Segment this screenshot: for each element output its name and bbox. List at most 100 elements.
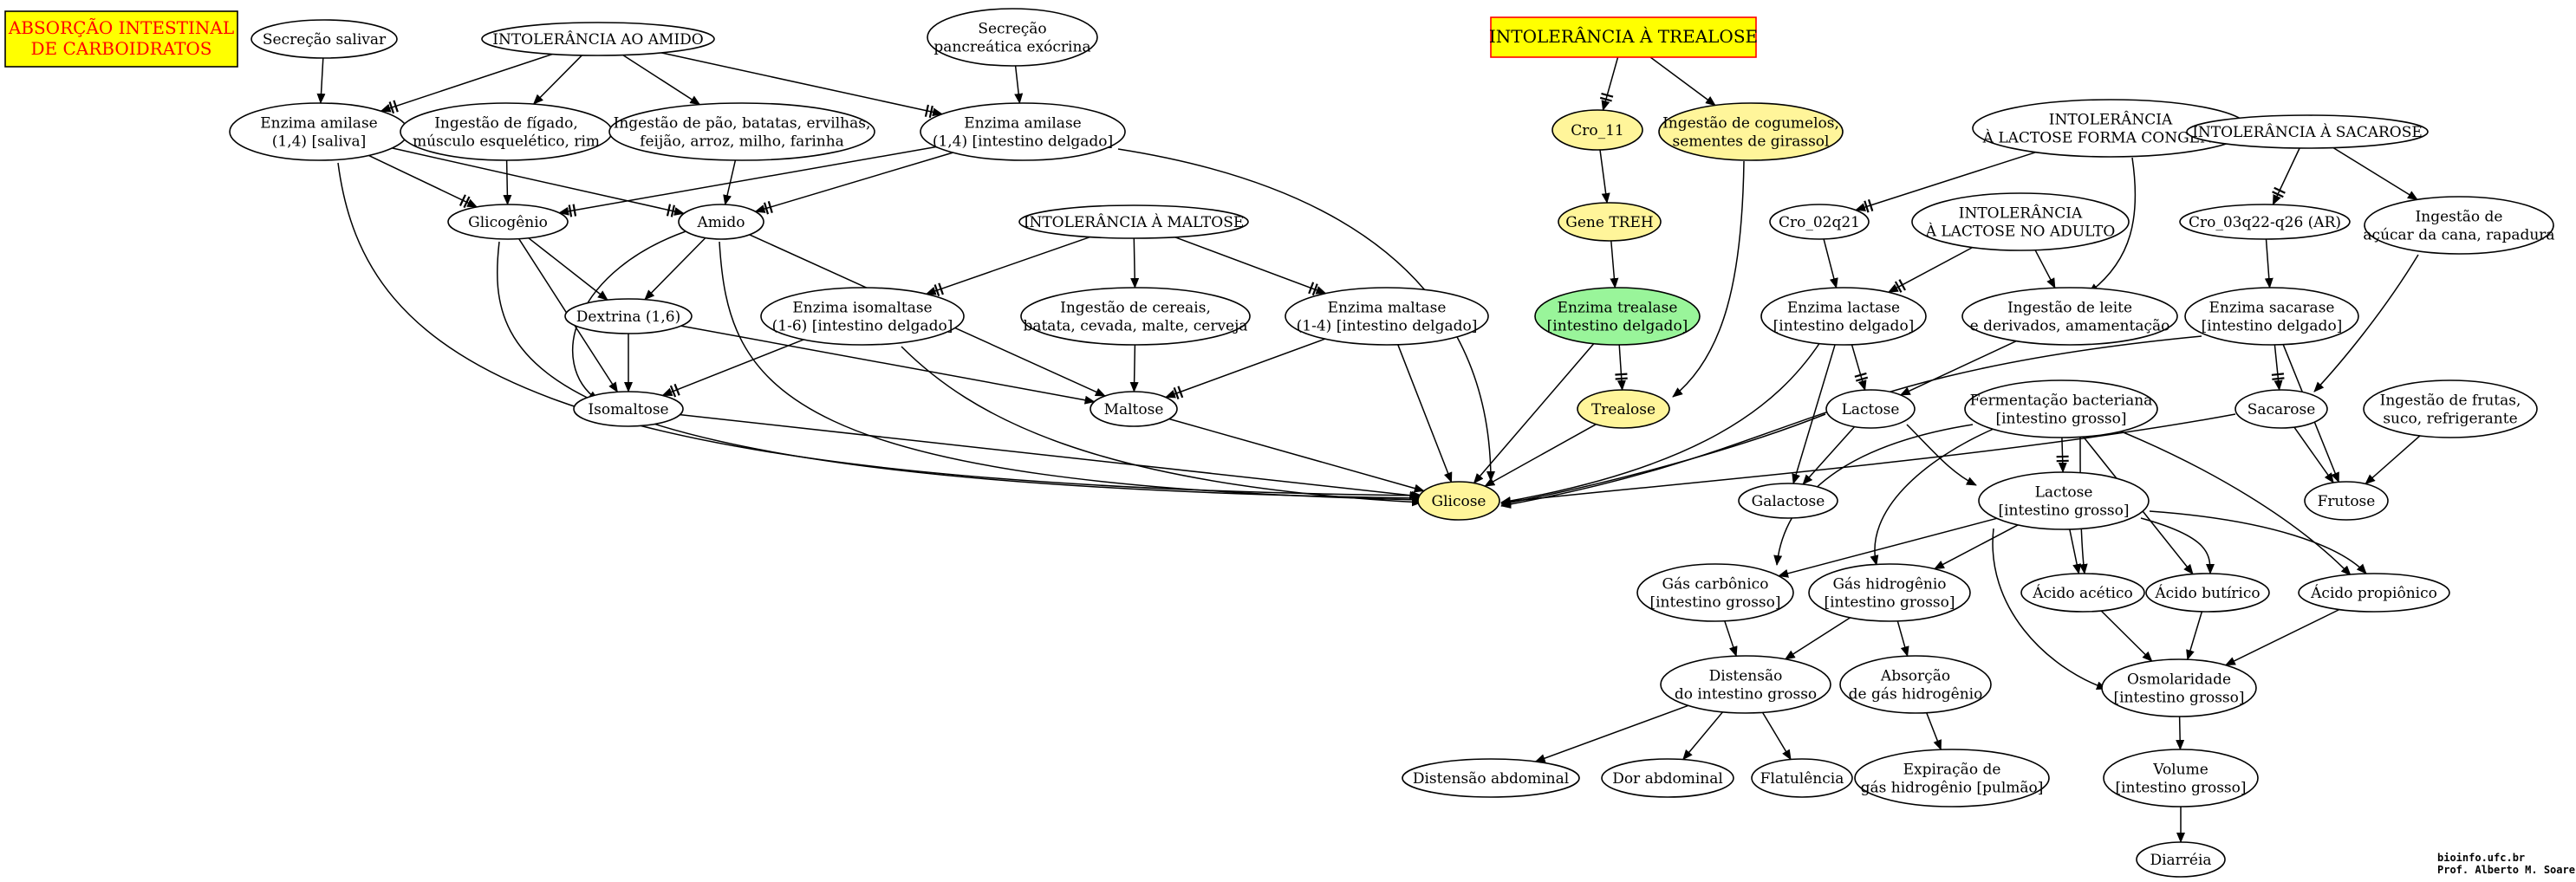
edge-line bbox=[2058, 437, 2067, 473]
edge-intol_amido-to-amilase_saliva bbox=[380, 53, 553, 114]
edge-intol_amido-to-amilase_intestino bbox=[660, 52, 943, 119]
node-label: Ingestão de cogumelos, bbox=[1662, 115, 1839, 133]
edge-acido_propionico-to-osmolaridade bbox=[2224, 608, 2340, 666]
edge-intol_amido-to-ingestao_figado bbox=[532, 55, 582, 105]
edge-line bbox=[2088, 157, 2137, 294]
edge-line bbox=[1473, 343, 1595, 484]
node-gas-carbonico: Gás carbônico[intestino grosso] bbox=[1636, 563, 1794, 622]
node-galactose: Galactose bbox=[1738, 483, 1838, 519]
edge-intol_lactose_cong-to-cro02q21 bbox=[1855, 151, 2037, 213]
node-isomaltase: Enzima isomaltase(1-6) [intestino delgad… bbox=[760, 287, 965, 346]
node-label: [intestino grosso] bbox=[2113, 690, 2244, 707]
edge-trealase-to-glicose bbox=[1473, 343, 1595, 484]
inhibition-bar-1 bbox=[463, 196, 471, 209]
edge-absorcao_h2-to-expiracao_h2 bbox=[1926, 712, 1942, 751]
node-glicogenio: Glicogênio bbox=[447, 204, 569, 240]
node-shape bbox=[481, 22, 715, 56]
node-label: músculo esquelético, rim bbox=[413, 133, 600, 151]
edge-line bbox=[1174, 236, 1327, 295]
edge-line bbox=[503, 159, 512, 205]
edge-line bbox=[1778, 517, 1997, 578]
edge-lactose_ig-to-acido_acetico bbox=[2069, 529, 2082, 574]
edge-gas_carbonico-to-distensao_ig bbox=[1724, 620, 1738, 658]
edge-distensao_ig-to-distensao_abdominal bbox=[1534, 704, 1689, 762]
node-shape bbox=[250, 19, 398, 59]
node-label: INTOLERÂNCIA bbox=[2049, 111, 2173, 129]
inhibition-bar-2 bbox=[393, 100, 399, 113]
node-label: Sacarose bbox=[2247, 401, 2316, 418]
node-fermentacao: Fermentação bacteriana[intestino grosso] bbox=[1964, 379, 2158, 438]
edge-lactose-to-glicose bbox=[1500, 413, 1826, 507]
edge-maltase-to-maltose bbox=[1164, 338, 1325, 399]
edge-line bbox=[1129, 344, 1139, 392]
inhibition-bar-2 bbox=[938, 282, 944, 295]
node-shape bbox=[1825, 389, 1916, 429]
node-label: Enzima amilase bbox=[260, 115, 377, 133]
edge-line bbox=[1168, 418, 1425, 493]
edge-line bbox=[1792, 344, 1836, 485]
edge-trealose-to-glicose bbox=[1484, 424, 1597, 487]
node-label: de gás hidrogênio bbox=[1849, 686, 1983, 704]
edge-line bbox=[2313, 254, 2419, 392]
node-shape bbox=[1402, 758, 1580, 798]
edge-intol_maltose-to-isomaltase bbox=[925, 236, 1090, 297]
inhibition-bar-1 bbox=[1173, 387, 1180, 399]
inhibition-bar-1 bbox=[1599, 96, 1612, 102]
edge-line bbox=[1617, 344, 1626, 391]
inhibition-bar-1 bbox=[669, 385, 677, 398]
edge-line bbox=[2100, 610, 2153, 662]
edge-line bbox=[2274, 344, 2283, 391]
edge-line bbox=[1899, 340, 2017, 396]
edge-line bbox=[368, 154, 478, 208]
edge-line bbox=[2293, 426, 2334, 483]
node-shape bbox=[447, 204, 569, 240]
node-label: Enzima maltase bbox=[1328, 300, 1447, 317]
edge-line bbox=[2224, 608, 2340, 666]
node-label: INTOLERÂNCIA À MALTOSE bbox=[1024, 213, 1245, 231]
node-label: Secreção salivar bbox=[263, 31, 387, 49]
node-flatulencia: Flatulência bbox=[1751, 758, 1853, 798]
edge-line bbox=[1992, 528, 2107, 691]
node-lactose-ig: Lactose[intestino grosso] bbox=[1978, 471, 2150, 530]
node-frutose: Frutose bbox=[2304, 481, 2389, 521]
edge-maltose-to-glicose bbox=[1168, 418, 1425, 493]
node-label: INTOLERÂNCIA À SACAROSE bbox=[2192, 123, 2423, 141]
edge-isomaltose-to-glicose bbox=[680, 413, 1421, 500]
edge-line bbox=[1014, 65, 1024, 104]
inhibition-bar-1 bbox=[928, 105, 933, 119]
node-shape bbox=[564, 298, 693, 334]
edge-line bbox=[680, 325, 1096, 405]
edge-line bbox=[1934, 524, 2019, 570]
node-label: [intestino grosso] bbox=[1824, 594, 1955, 612]
node-shape bbox=[1577, 389, 1670, 429]
inhibition-bar-2 bbox=[1177, 386, 1184, 399]
edge-cro02q21-to-lactase bbox=[1823, 238, 1838, 289]
edge-line bbox=[1802, 425, 1856, 485]
node-label: Galactose bbox=[1752, 493, 1825, 510]
edge-line bbox=[2264, 238, 2274, 289]
node-label: gás hidrogênio [pulmão] bbox=[1861, 780, 2044, 797]
node-label: Diarréia bbox=[2150, 852, 2211, 869]
inhibition-bar-2 bbox=[673, 383, 680, 396]
node-shape bbox=[2364, 196, 2554, 255]
edge-line bbox=[1164, 338, 1325, 399]
edge-sacarase-to-glicose bbox=[1500, 335, 2202, 509]
edge-line bbox=[1682, 711, 1724, 761]
credit: bioinfo.ufc.br Prof. Alberto M. Soares bbox=[2437, 852, 2576, 876]
node-amilase-saliva: Enzima amilase(1,4) [saliva] bbox=[229, 102, 409, 161]
node-secrecao-salivar: Secreção salivar bbox=[250, 19, 398, 59]
node-amido: Amido bbox=[678, 204, 764, 240]
node-acido-acetico: Ácido acético bbox=[2020, 573, 2145, 613]
node-shape bbox=[4, 10, 238, 68]
node-shape bbox=[1978, 471, 2150, 530]
node-ingestao-cereais: Ingestão de cereais,batata, cevada, malt… bbox=[1020, 287, 1251, 346]
node-label: Volume bbox=[2152, 762, 2208, 779]
edge-line bbox=[719, 241, 1422, 504]
node-shape bbox=[1558, 202, 1662, 242]
node-acido-butirico: Ácido butírico bbox=[2145, 573, 2270, 613]
node-label: Dextrina (1,6) bbox=[576, 308, 680, 326]
node-ingestao-frutas: Ingestão de frutas,suco, refrigerante bbox=[2363, 379, 2538, 438]
